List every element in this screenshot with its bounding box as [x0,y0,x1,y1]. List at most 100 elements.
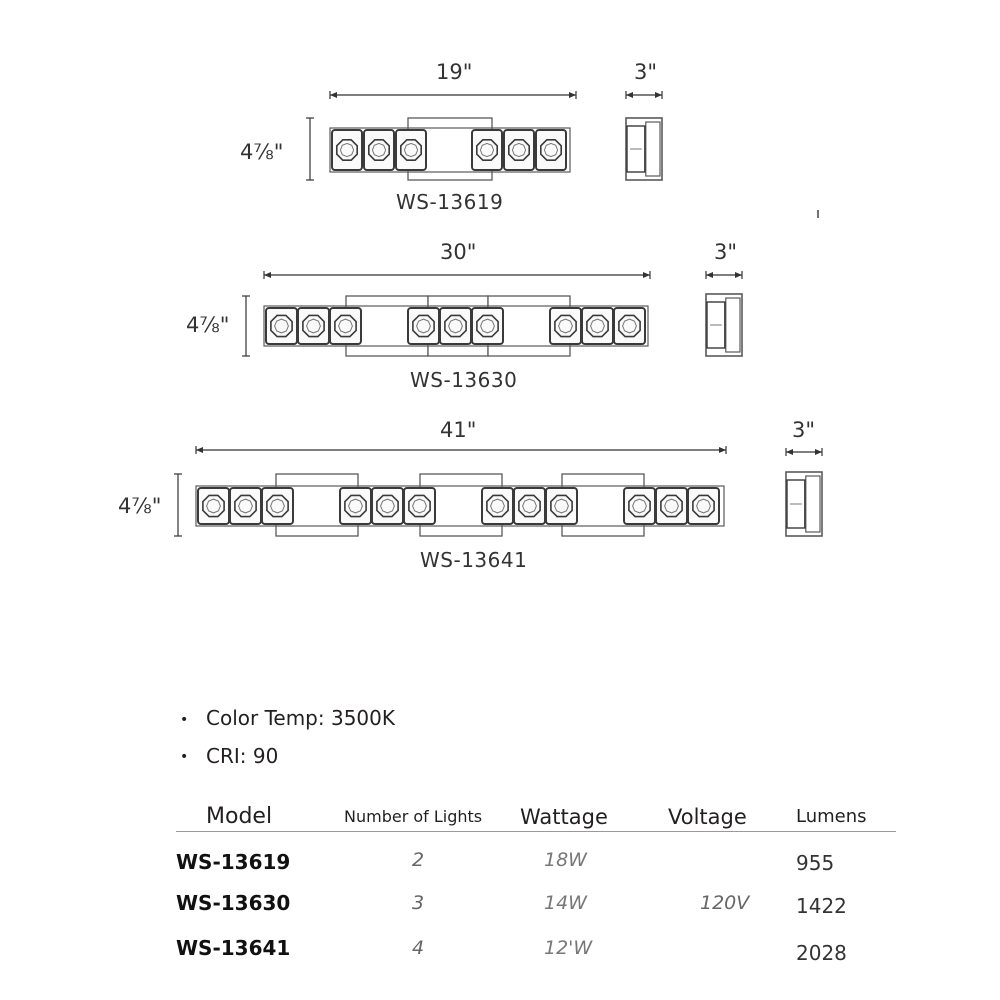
fixture-2-depth-label: 3" [714,240,738,264]
fixture-3-depth-label: 3" [792,418,816,442]
fixture-2-width-label: 30" [440,240,477,264]
crystal-block [545,487,578,525]
fixture-3-width-label: 41" [440,418,477,442]
dimension-drawing: 19" 3" 4⅞" WS-13619 30" 3" 4⅞" WS-13630 … [118,60,823,572]
crystal-facet-inner [348,498,363,514]
spec-text: Color Temp: 3500K [206,706,395,730]
crystal-facet [266,494,289,518]
cell-wattage: 14W [544,891,587,914]
crystal-block [687,487,720,525]
fixture-bar-outline [329,127,571,173]
crystal-facet [539,139,563,161]
cell-model: WS-13619 [176,849,291,874]
fixture-1-width-label: 19" [436,60,473,84]
header-model: Model [176,800,344,832]
crystal-facet [344,494,367,518]
header-lumens: Lumens [796,800,896,832]
crystal-facet-inner [480,318,495,334]
fixture-bar-outline [195,485,725,527]
crystal-facet [507,139,531,161]
crystal-facet-inner [664,498,679,514]
header-wattage: Wattage [520,800,668,832]
table-row: WS-13619 2 18W 955 [176,832,896,882]
crystal-facet [586,314,609,338]
crystal-facet [334,314,357,338]
crystal-facet-inner [338,318,353,334]
crystal-facet [412,314,435,338]
crystal-block [471,307,504,345]
crystal-facet-inner [479,142,495,158]
fixture-2-height-label: 4⅞" [186,313,230,337]
cell-voltage: 120V [700,891,750,914]
crystal-facet-inner [448,318,463,334]
cell-model: WS-13630 [176,890,291,915]
crystal-block [329,307,362,345]
fixture-2-width-dim-arrow [643,272,650,278]
crystal-facet [476,314,499,338]
fixture-1-model-label: WS-13619 [396,190,504,214]
crystal-facet [234,494,257,518]
crystal-facet-inner [490,498,505,514]
model-table: Model Number of Lights Wattage Voltage L… [176,800,896,971]
table-row: WS-13641 4 12'W 2028 [176,924,896,971]
fixture-3-depth-dim-arrow [786,449,793,455]
crystal-block [261,487,294,525]
crystal-facet [399,139,423,161]
crystal-facet-inner [554,498,569,514]
fixture-3-height-label: 4⅞" [118,494,162,518]
crystal-facet [628,494,651,518]
cell-lumens: 955 [796,850,835,875]
crystal-facet-inner [558,318,573,334]
crystal-block [363,129,395,171]
spec-item-cri: •CRI: 90 [180,738,395,776]
crystal-facet-inner [522,498,537,514]
crystal-facet [444,314,467,338]
crystal-facet-inner [238,498,253,514]
crystal-facet [550,494,573,518]
crystal-facet [376,494,399,518]
fixture-1-height-label: 4⅞" [240,140,284,164]
bullet-icon: • [180,711,189,728]
fixture-3-width-dim-arrow [196,447,203,453]
fixture-bar-outline [263,305,649,347]
side-view-mount [725,297,741,353]
crystal-facet-inner [403,142,419,158]
crystal-facet-inner [590,318,605,334]
crystal-block [535,129,567,171]
cell-wattage: 18W [544,848,587,871]
cell-lumens: 2028 [796,940,847,965]
table-header-row: Model Number of Lights Wattage Voltage L… [176,800,896,832]
spec-item-color-temp: • Color Temp: 3500K [180,700,395,738]
crystal-facet-inner [622,318,637,334]
crystal-facet [475,139,499,161]
spec-text: CRI: 90 [206,743,279,768]
fixture-2-depth-dim-arrow [735,272,742,278]
crystal-facet-inner [306,318,321,334]
cell-lumens: 1422 [796,893,847,918]
fixture-1-width-dim-arrow [330,92,337,98]
crystal-facet [486,494,509,518]
fixture-3-model-label: WS-13641 [420,548,528,572]
crystal-facet [618,314,641,338]
crystal-facet-inner [543,142,559,158]
crystal-block [503,129,535,171]
crystal-block [613,307,646,345]
crystal-facet [554,314,577,338]
crystal-facet [660,494,683,518]
crystal-facet-inner [270,498,285,514]
crystal-facet-inner [380,498,395,514]
crystal-facet-inner [371,142,387,158]
header-voltage: Voltage [668,800,796,832]
fixture-2-depth-dim-arrow [706,272,713,278]
spec-list: • Color Temp: 3500K •CRI: 90 [180,700,395,775]
crystal-facet-inner [696,498,711,514]
crystal-facet [518,494,541,518]
crystal-facet [202,494,225,518]
crystal-facet [692,494,715,518]
cell-model: WS-13641 [176,935,291,960]
crystal-facet-inner [412,498,427,514]
fixture-1-width-dim-arrow [569,92,576,98]
crystal-facet-inner [206,498,221,514]
fixture-3-depth-dim-arrow [815,449,822,455]
side-view-mount [805,475,821,533]
